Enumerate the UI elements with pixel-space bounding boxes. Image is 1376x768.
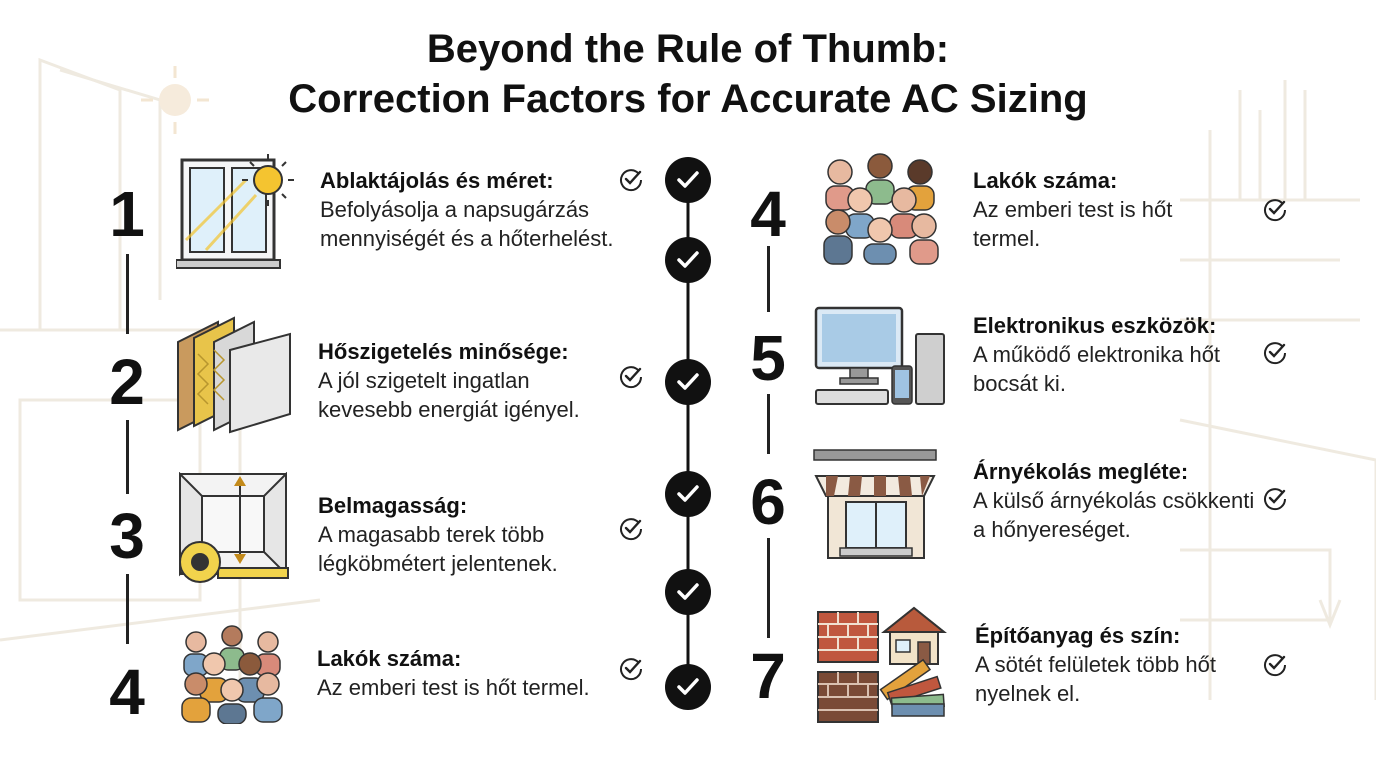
item-description: A sötét felületek több hőt nyelnek el. xyxy=(975,652,1216,706)
item-number: 5 xyxy=(750,322,786,394)
item-number: 4 xyxy=(109,656,145,728)
people-group-icon xyxy=(181,625,283,724)
item-heading: Lakók száma: xyxy=(973,168,1118,193)
page-title: Beyond the Rule of Thumb: Correction Fac… xyxy=(0,24,1376,124)
ceiling-height-tape-icon xyxy=(179,472,289,583)
item-text-block: Lakók száma: Az emberi test is hőt terme… xyxy=(973,167,1253,253)
right-number-connector xyxy=(767,538,770,638)
item-description: Az emberi test is hőt termel. xyxy=(317,675,590,700)
timeline-check-node-2 xyxy=(665,237,711,283)
awning-window-icon xyxy=(813,449,937,559)
check-icon xyxy=(677,583,699,600)
item-description: A külső árnyékolás csökkenti a hőnyeresé… xyxy=(973,488,1255,542)
item-heading: Árnyékolás megléte: xyxy=(973,459,1189,484)
left-number-connector xyxy=(126,420,129,494)
right-number-connector xyxy=(767,394,770,454)
item-number: 2 xyxy=(109,346,145,418)
item-description: A jól szigetelt ingatlan kevesebb energi… xyxy=(318,368,580,422)
left-number-connector xyxy=(126,254,129,334)
timeline-check-node-6 xyxy=(665,664,711,710)
item-heading: Ablaktájolás és méret: xyxy=(320,168,554,193)
check-circle-icon xyxy=(1264,488,1287,511)
item-number: 6 xyxy=(750,466,786,538)
item-heading: Építőanyag és szín: xyxy=(975,623,1181,648)
item-text-block: Lakók száma: Az emberi test is hőt terme… xyxy=(317,645,617,702)
item-description: Befolyásolja a napsugárzás mennyiségét é… xyxy=(320,197,614,251)
item-heading: Hőszigetelés minősége: xyxy=(318,339,569,364)
insulation-layers-icon xyxy=(177,316,291,434)
item-text-block: Elektronikus eszközök: A működő elektron… xyxy=(973,312,1263,398)
check-circle-icon xyxy=(620,366,643,389)
title-line-2: Correction Factors for Accurate AC Sizin… xyxy=(288,77,1088,121)
window-sun-icon xyxy=(176,154,294,269)
materials-swatches-icon xyxy=(817,606,947,723)
item-text-block: Ablaktájolás és méret: Befolyásolja a na… xyxy=(320,167,620,253)
computer-devices-icon xyxy=(814,306,945,405)
item-text-block: Építőanyag és szín: A sötét felületek tö… xyxy=(975,622,1265,708)
item-heading: Lakók száma: xyxy=(317,646,462,671)
timeline-check-node-4 xyxy=(665,471,711,517)
check-icon xyxy=(677,251,699,268)
timeline-check-node-5 xyxy=(665,569,711,615)
check-icon xyxy=(677,678,699,695)
check-circle-icon xyxy=(620,518,643,541)
item-text-block: Belmagasság: A magasabb terek több légkö… xyxy=(318,492,608,578)
item-heading: Belmagasság: xyxy=(318,493,468,518)
item-description: A magasabb terek több légköbmétert jelen… xyxy=(318,522,558,576)
item-heading: Elektronikus eszközök: xyxy=(973,313,1217,338)
item-number: 4 xyxy=(750,178,786,250)
left-number-connector xyxy=(126,574,129,644)
item-text-block: Árnyékolás megléte: A külső árnyékolás c… xyxy=(973,458,1263,544)
check-circle-icon xyxy=(1264,342,1287,365)
item-text-block: Hőszigetelés minősége: A jól szigetelt i… xyxy=(318,338,618,424)
check-circle-icon xyxy=(1264,199,1287,222)
item-number: 7 xyxy=(750,640,786,712)
right-number-connector xyxy=(767,246,770,312)
check-icon xyxy=(677,485,699,502)
check-circle-icon xyxy=(1264,654,1287,677)
item-description: Az emberi test is hőt termel. xyxy=(973,197,1173,251)
check-icon xyxy=(677,373,699,390)
check-circle-icon xyxy=(620,169,643,192)
timeline-check-node-1 xyxy=(665,157,711,203)
people-group-icon xyxy=(823,153,939,265)
item-number: 1 xyxy=(109,178,145,250)
timeline-check-node-3 xyxy=(665,359,711,405)
item-description: A működő elektronika hőt bocsát ki. xyxy=(973,342,1221,396)
title-line-1: Beyond the Rule of Thumb: xyxy=(426,27,950,71)
check-circle-icon xyxy=(620,658,643,681)
check-icon xyxy=(677,171,699,188)
item-number: 3 xyxy=(109,500,145,572)
